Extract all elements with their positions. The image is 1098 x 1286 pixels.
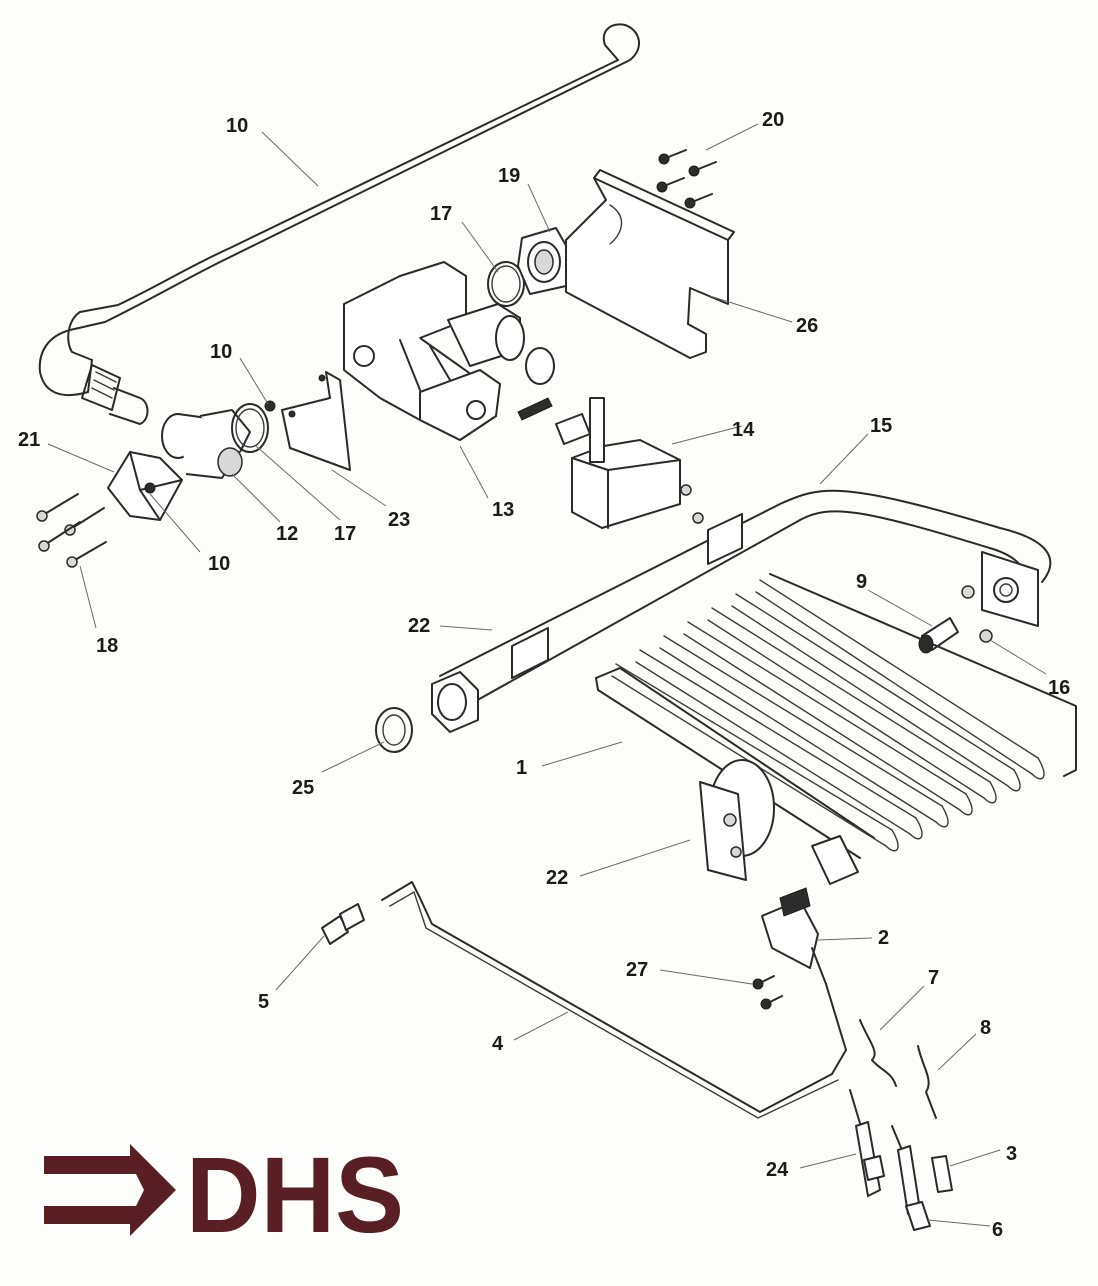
dhs-logo: DHS bbox=[44, 1134, 404, 1255]
burner-1 bbox=[595, 573, 1077, 859]
washer-25 bbox=[375, 707, 413, 753]
screws-16 bbox=[961, 585, 993, 643]
callout-26: 26 bbox=[796, 315, 818, 337]
callout-3: 3 bbox=[1006, 1143, 1017, 1165]
callout-6: 6 bbox=[992, 1219, 1003, 1241]
callout-22-bottom: 22 bbox=[546, 867, 568, 889]
callout-23: 23 bbox=[388, 509, 410, 531]
callout-20: 19 bbox=[498, 165, 520, 187]
pilot-tube-4 bbox=[381, 881, 847, 1119]
callout-17-top: 17 bbox=[430, 203, 452, 225]
callout-8: 8 bbox=[980, 1017, 991, 1039]
pilot-housing bbox=[699, 759, 859, 885]
callout-22-top: 22 bbox=[408, 615, 430, 637]
o-ring-17-left bbox=[231, 403, 269, 453]
bolts-18 bbox=[36, 493, 107, 568]
callout-15: 15 bbox=[870, 415, 892, 437]
callout-14: 14 bbox=[732, 419, 755, 441]
callout-10-bottom: 10 bbox=[208, 553, 230, 575]
callout-2: 2 bbox=[878, 927, 889, 949]
flange-20 bbox=[517, 227, 573, 295]
callout-21: 21 bbox=[18, 429, 40, 451]
clip-bracket-21 bbox=[107, 451, 183, 521]
fitting-5 bbox=[321, 903, 365, 945]
wire-8 bbox=[917, 1045, 937, 1119]
gasket-plate-23 bbox=[264, 371, 351, 471]
callout-16: 16 bbox=[1048, 677, 1070, 699]
callout-5: 5 bbox=[258, 991, 269, 1013]
callout-1: 1 bbox=[516, 757, 527, 779]
gas-cock-12 bbox=[161, 409, 251, 479]
callout-12: 12 bbox=[276, 523, 298, 545]
manifold-15 bbox=[439, 489, 1052, 713]
o-ring-17-top bbox=[487, 261, 525, 307]
pilot-bracket-2 bbox=[761, 887, 827, 985]
gas-pipe-11 bbox=[38, 23, 640, 425]
dhs-logo-text: DHS bbox=[186, 1134, 404, 1255]
callout-10-top: 10 bbox=[210, 341, 232, 363]
leader-lines bbox=[47, 123, 1047, 1227]
nut bbox=[431, 671, 479, 733]
gas-valve-13 bbox=[343, 261, 555, 441]
callout-13: 13 bbox=[492, 499, 514, 521]
callout-9: 9 bbox=[856, 571, 867, 593]
electrode-24 bbox=[849, 1089, 885, 1197]
callout-18: 18 bbox=[96, 635, 118, 657]
callout-11: 10 bbox=[226, 115, 248, 137]
callout-27: 27 bbox=[626, 959, 648, 981]
callout-24: 24 bbox=[766, 1159, 789, 1181]
screws-27 bbox=[752, 975, 783, 1010]
mounting-bracket-26 bbox=[565, 169, 735, 359]
callout-4: 4 bbox=[492, 1033, 504, 1055]
callout-numbers: 10 17 19 20 26 10 21 10 12 17 23 13 14 1… bbox=[18, 109, 1070, 1241]
electrode-6 bbox=[891, 1125, 931, 1231]
wire-7 bbox=[859, 1019, 897, 1087]
callout-25: 25 bbox=[292, 777, 314, 799]
ignition-box-14 bbox=[555, 397, 704, 529]
callout-19: 20 bbox=[762, 109, 784, 131]
dhs-logo-arrow-icon bbox=[44, 1144, 176, 1236]
callout-17-bottom: 17 bbox=[334, 523, 356, 545]
callout-7: 7 bbox=[928, 967, 939, 989]
screws-19 bbox=[656, 149, 717, 209]
fuse-3 bbox=[931, 1155, 953, 1193]
